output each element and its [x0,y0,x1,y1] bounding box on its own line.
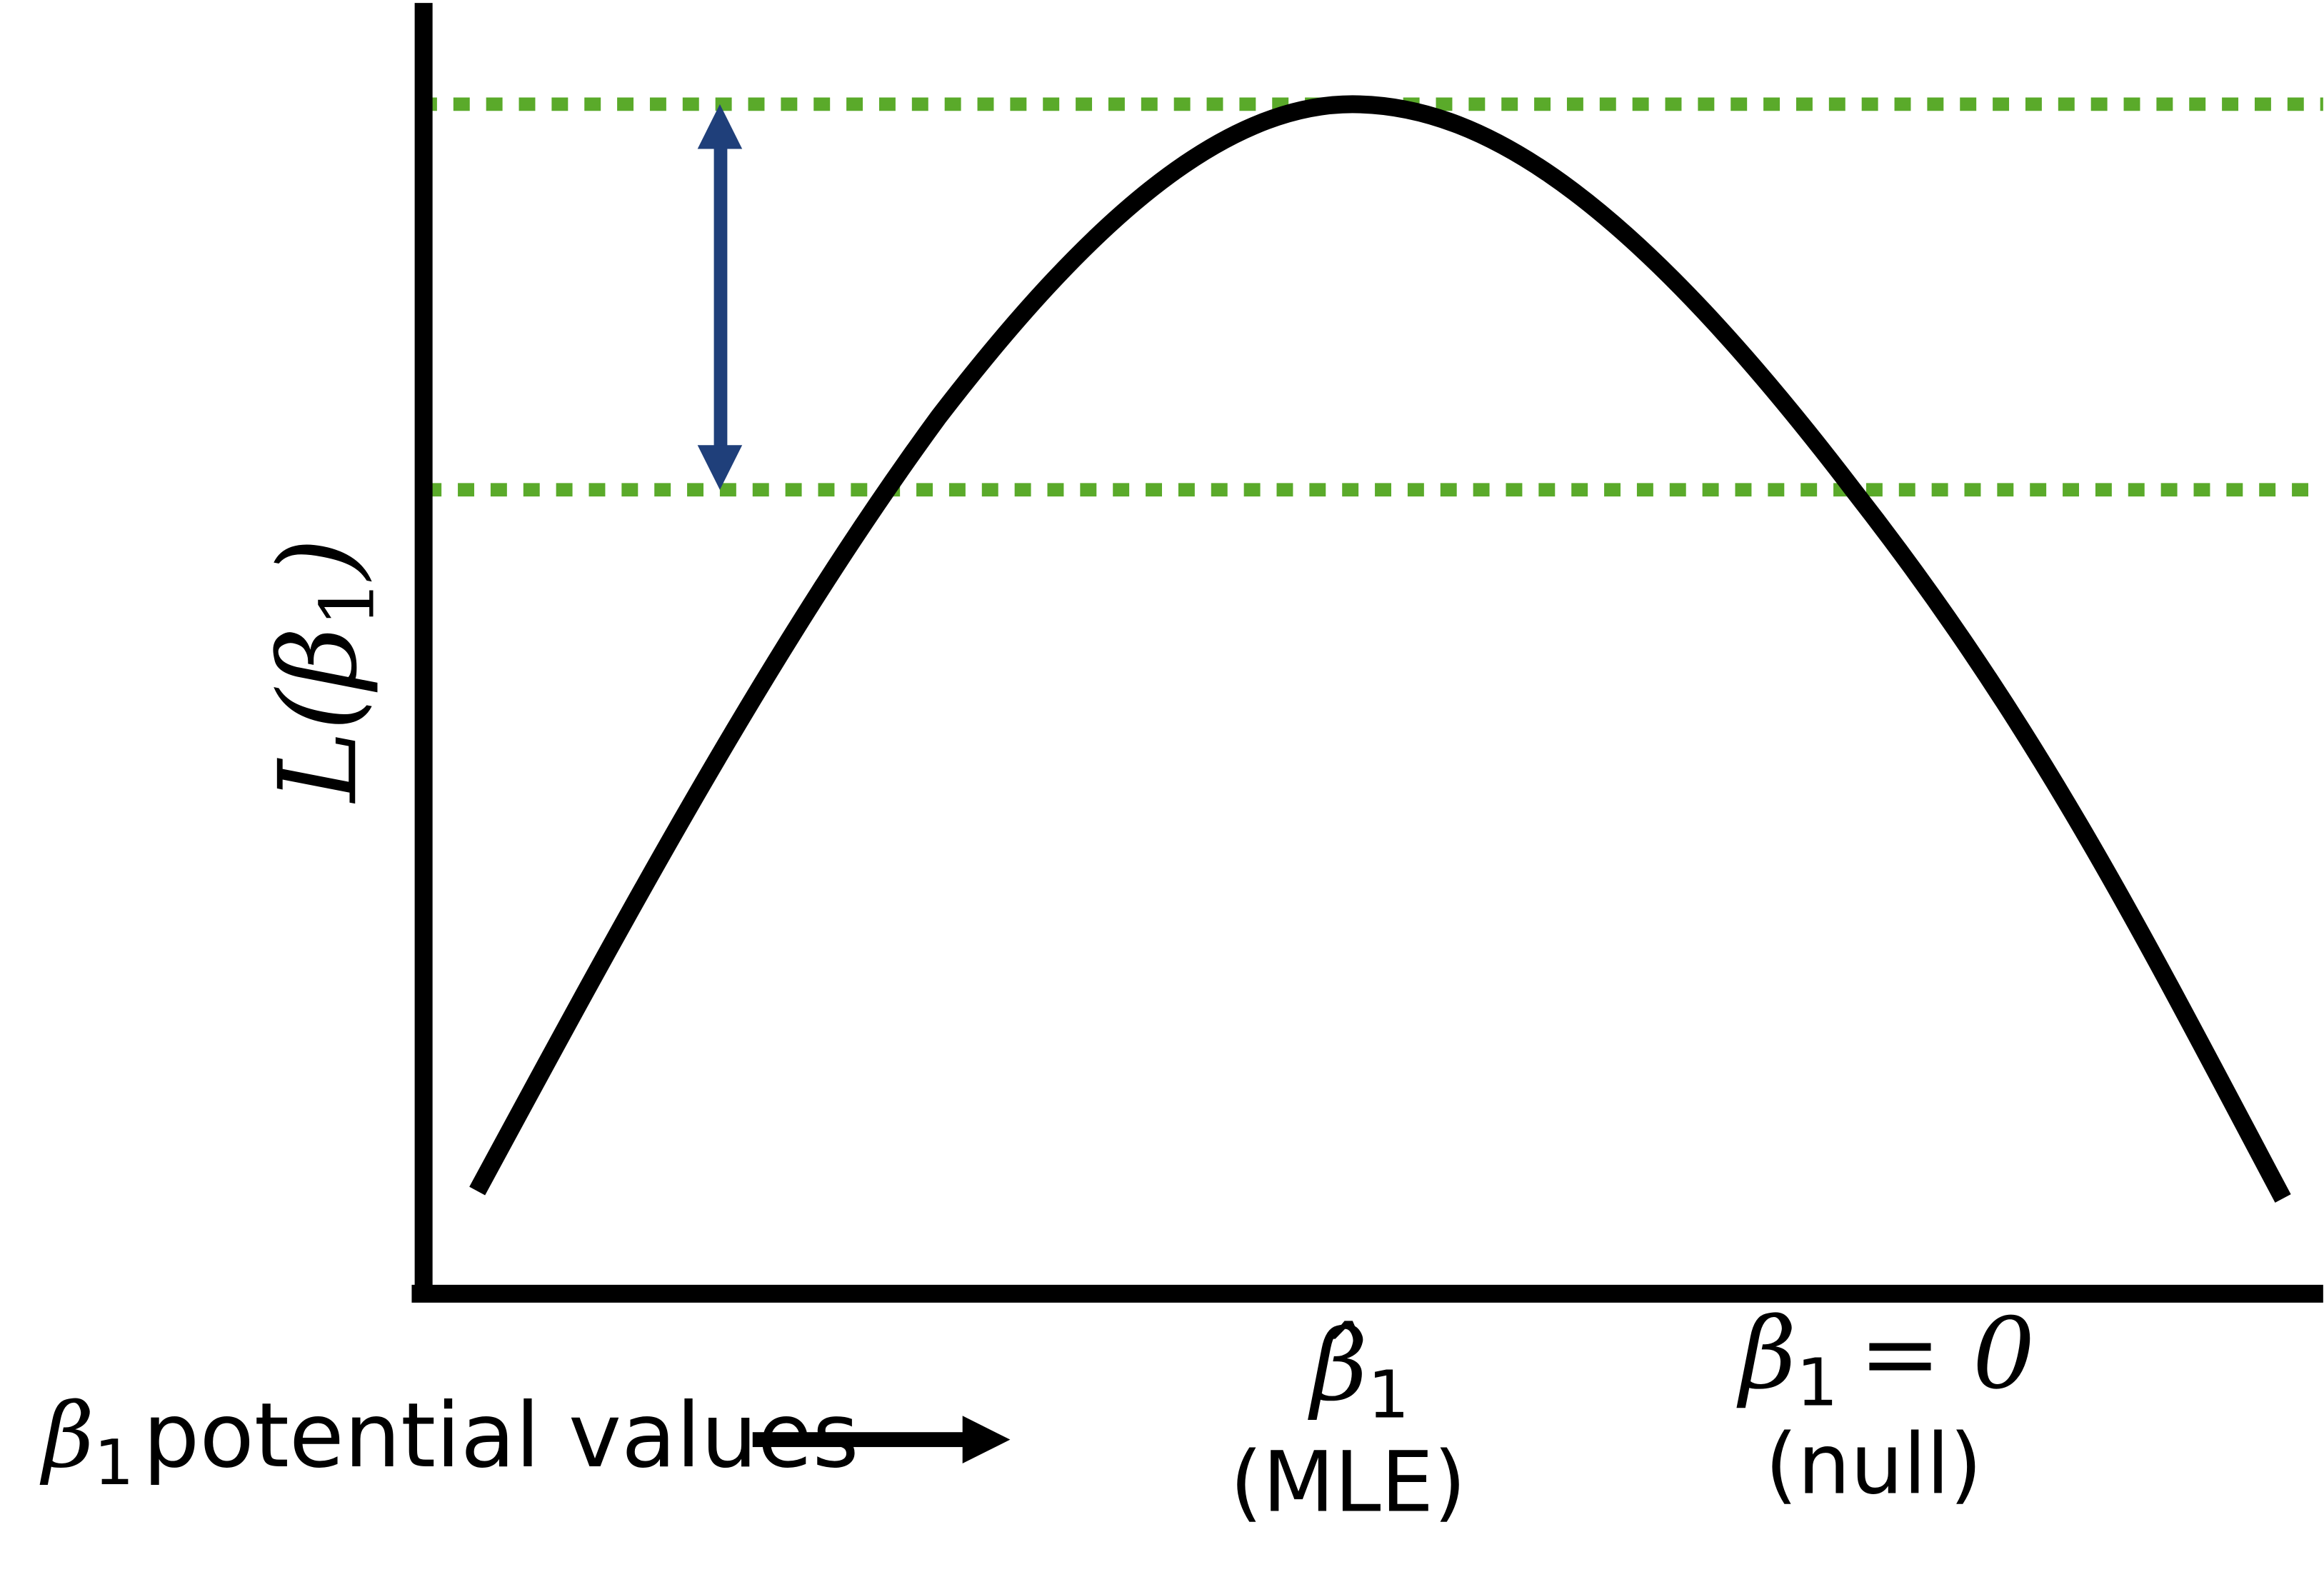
likelihood-difference-arrow [697,104,743,490]
mle-note: (MLE) [1230,1434,1466,1531]
y-axis-label: L(β1) [256,538,391,804]
null-note: (null) [1765,1416,1982,1513]
null-symbol: β1= 0 [1736,1297,2035,1421]
x-direction-arrow [752,1416,1011,1463]
mle-symbol: β̂1 [1307,1308,1409,1433]
likelihood-curve [469,95,2291,1203]
